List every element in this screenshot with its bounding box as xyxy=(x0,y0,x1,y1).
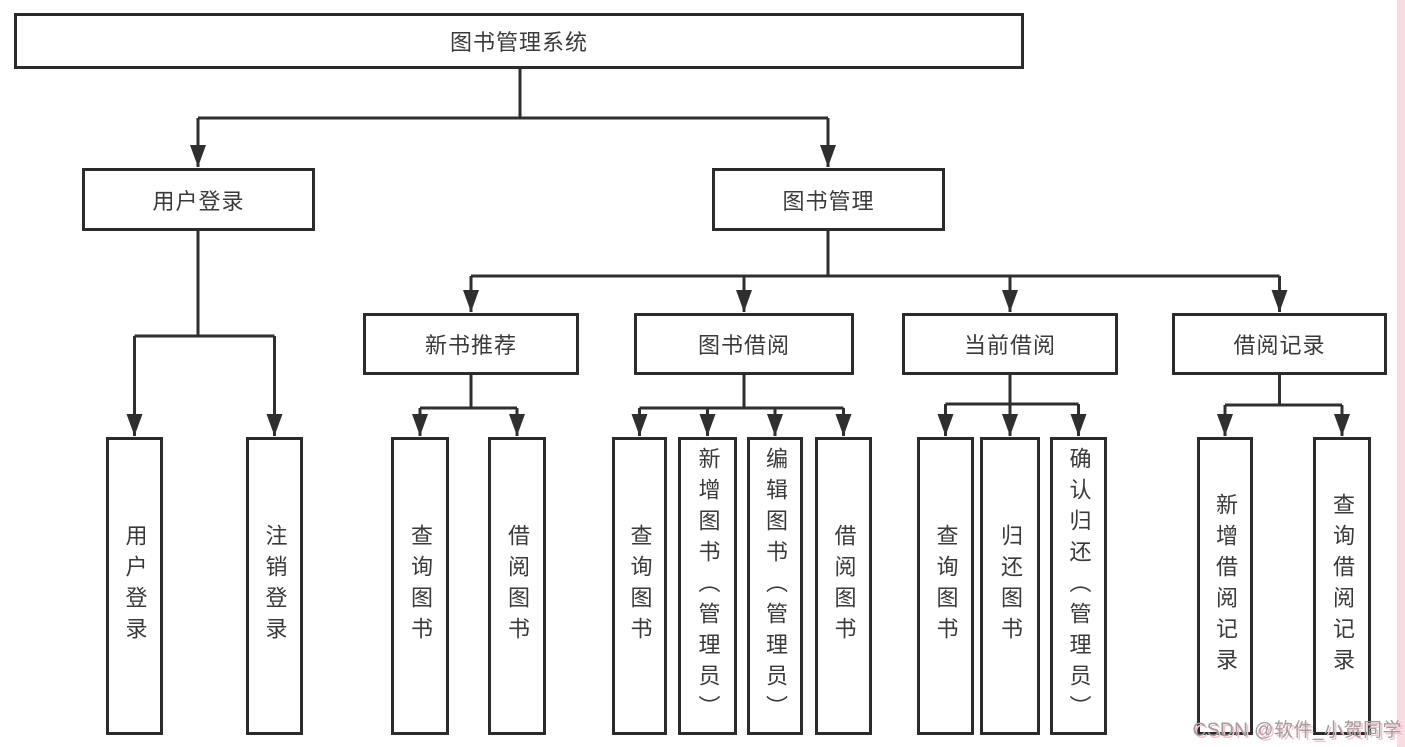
leaf-query-book: 查询图书 xyxy=(391,437,449,735)
leaf-label: 查询图书 xyxy=(933,524,959,648)
node-book-management: 图书管理 xyxy=(712,168,945,231)
leaf-label: 借阅图书 xyxy=(831,524,857,648)
watermark: CSDN @软件_小贺同学 xyxy=(1192,720,1402,741)
leaf-label: 编辑图书（管理员） xyxy=(763,446,788,726)
leaf-label: 查询图书 xyxy=(627,524,653,648)
node-current-borrowing: 当前借阅 xyxy=(902,313,1118,375)
leaf-add-book-admin: 新增图书（管理员） xyxy=(678,437,737,735)
leaf-add-borrow-record: 新增借阅记录 xyxy=(1197,437,1253,735)
leaf-query-borrow-record: 查询借阅记录 xyxy=(1313,437,1371,735)
leaf-query-book: 查询图书 xyxy=(612,437,667,735)
leaf-label: 用户登录 xyxy=(122,524,148,648)
node-borrowing-records: 借阅记录 xyxy=(1172,313,1387,375)
leaf-label: 查询图书 xyxy=(408,524,433,648)
leaf-label: 借阅图书 xyxy=(505,524,530,648)
leaf-user-login: 用户登录 xyxy=(106,437,163,735)
leaf-label: 归还图书 xyxy=(998,524,1023,648)
node-book-borrowing: 图书借阅 xyxy=(634,313,854,375)
leaf-label: 查询借阅记录 xyxy=(1330,493,1355,679)
leaf-query-book: 查询图书 xyxy=(917,437,974,735)
node-user-login: 用户登录 xyxy=(82,168,315,231)
right-edge-strip xyxy=(1397,0,1405,747)
leaf-borrow-book: 借阅图书 xyxy=(815,437,872,735)
leaf-confirm-return-admin: 确认归还（管理员） xyxy=(1050,437,1107,735)
leaf-label: 确认归还（管理员） xyxy=(1066,446,1092,726)
leaf-label: 新增图书（管理员） xyxy=(695,446,721,726)
leaf-logout: 注销登录 xyxy=(246,437,303,735)
node-new-book-recommend: 新书推荐 xyxy=(363,313,579,375)
leaf-edit-book-admin: 编辑图书（管理员） xyxy=(747,437,803,735)
leaf-return-book: 归还图书 xyxy=(980,437,1040,735)
leaf-borrow-book: 借阅图书 xyxy=(488,437,546,735)
leaf-label: 新增借阅记录 xyxy=(1213,493,1238,679)
leaf-label: 注销登录 xyxy=(262,524,288,648)
node-root-system: 图书管理系统 xyxy=(14,13,1024,69)
